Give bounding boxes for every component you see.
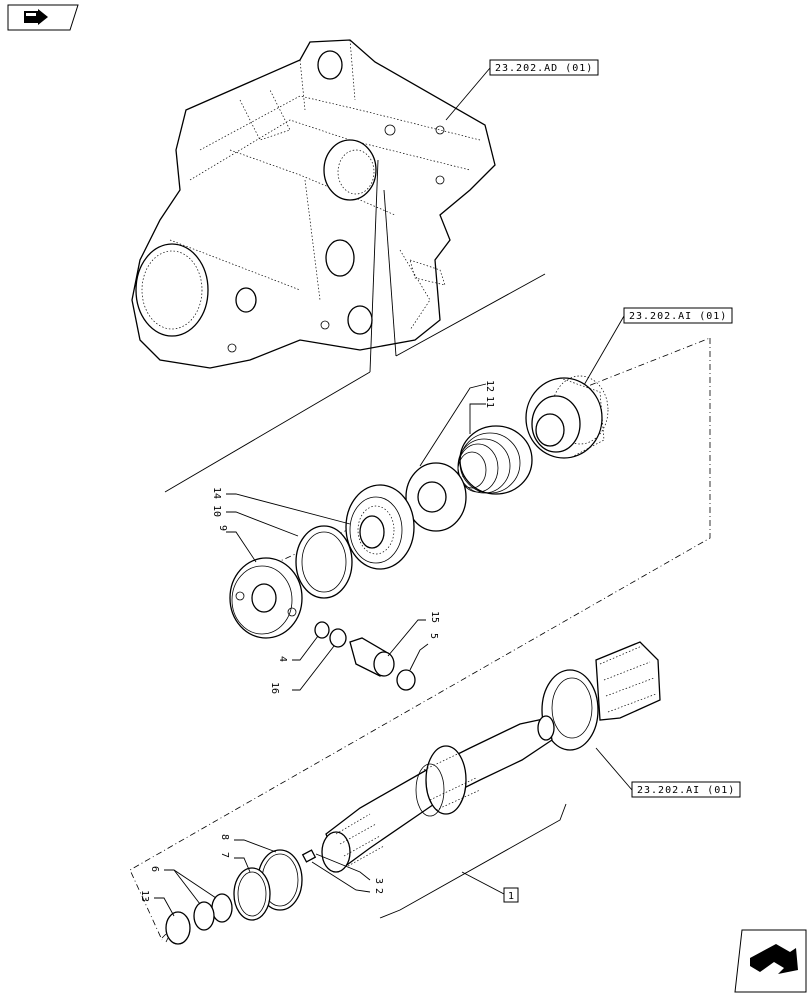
ref-box-top[interactable] xyxy=(489,59,599,76)
leader-12 xyxy=(419,383,487,467)
section-line-left xyxy=(369,159,379,373)
leader-16 xyxy=(292,645,335,691)
assembly-box[interactable] xyxy=(503,887,519,903)
assembly-label: 1 xyxy=(508,891,514,902)
splined-hub xyxy=(541,641,661,751)
leader-10 xyxy=(226,511,299,537)
leader-13 xyxy=(154,897,175,917)
spring-part-11 xyxy=(457,425,533,495)
section-line-right xyxy=(383,189,397,357)
label-part-6: 6 xyxy=(149,866,160,872)
next-page-arrow-icon[interactable] xyxy=(734,929,807,993)
assembly-bracket xyxy=(379,803,567,919)
plane-line-left xyxy=(164,371,371,493)
label-part-14: 14 xyxy=(211,487,222,499)
ref-label-top: 23.202.AD (01) xyxy=(495,63,593,74)
leader-15 xyxy=(387,619,426,657)
label-part-5: 5 xyxy=(428,633,439,639)
ref-lower-leader xyxy=(595,747,633,791)
coupling-sleeve xyxy=(525,375,609,459)
folder-arrow-icon[interactable] xyxy=(7,4,79,31)
leader-8 xyxy=(234,839,277,853)
axis-line-upper xyxy=(577,337,711,391)
fitting-part-15 xyxy=(349,637,395,677)
label-part-13: 13 xyxy=(139,890,150,902)
snap-ring-part-10 xyxy=(295,525,353,599)
label-part-4: 4 xyxy=(277,656,288,662)
ref-label-lower: 23.202.AI (01) xyxy=(637,785,735,796)
o-ring-part-5 xyxy=(396,669,416,691)
ring-part-6a xyxy=(211,893,233,923)
main-shaft-part-1 xyxy=(321,715,555,873)
transmission-housing xyxy=(131,39,496,369)
label-part-2: 2 xyxy=(373,888,384,894)
o-ring-part-4 xyxy=(314,621,330,639)
leader-3 xyxy=(315,853,371,881)
ref-label-mid: 23.202.AI (01) xyxy=(629,311,727,322)
leader-6a xyxy=(164,869,217,899)
ref-mid-leader xyxy=(579,315,625,393)
pin-part-2-3 xyxy=(301,849,317,863)
circlip-part-13 xyxy=(165,911,191,945)
plane-line-right xyxy=(395,273,546,357)
leader-5 xyxy=(409,643,429,671)
bearing-part-14 xyxy=(345,484,415,570)
label-part-12: 12 xyxy=(484,380,495,392)
o-ring-part-16 xyxy=(329,628,347,648)
leader-11 xyxy=(469,403,486,434)
label-part-15: 15 xyxy=(429,611,440,623)
label-part-10: 10 xyxy=(211,505,222,517)
label-part-16: 16 xyxy=(269,682,280,694)
collar-part-9 xyxy=(229,557,303,639)
leader-2 xyxy=(311,861,371,893)
label-part-9: 9 xyxy=(217,525,228,531)
label-part-3: 3 xyxy=(373,878,384,884)
ref-box-mid[interactable] xyxy=(623,307,733,324)
leader-6b xyxy=(173,869,201,905)
leader-4 xyxy=(292,635,319,661)
label-part-7: 7 xyxy=(219,852,230,858)
assembly-leader xyxy=(461,871,505,895)
ring-part-7 xyxy=(233,867,271,921)
ref-box-lower[interactable] xyxy=(631,781,741,798)
exploded-boundary xyxy=(129,338,711,941)
leader-9 xyxy=(226,531,257,563)
leader-14 xyxy=(226,493,351,525)
ring-part-6b xyxy=(193,901,215,931)
leader-7 xyxy=(234,857,251,873)
label-part-11: 11 xyxy=(484,396,495,408)
ref-top-leader xyxy=(445,67,491,121)
washer-part-12 xyxy=(405,462,467,532)
label-part-8: 8 xyxy=(219,834,230,840)
